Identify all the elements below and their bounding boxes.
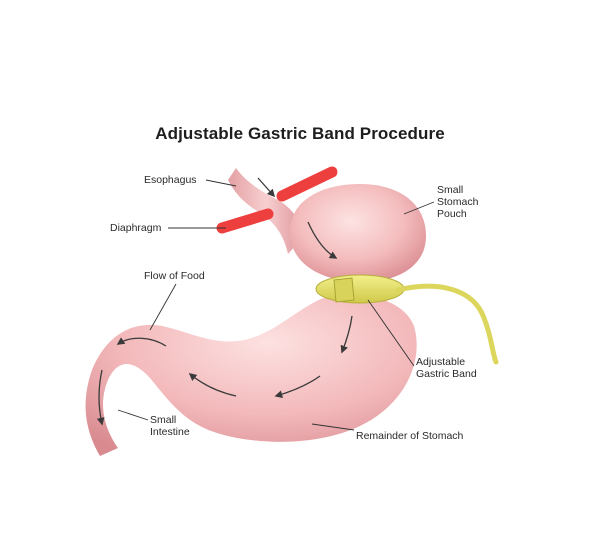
gastric-band-buckle: [333, 277, 355, 303]
label-esophagus: Esophagus: [144, 174, 197, 186]
diaphragm-strip-lower: [216, 208, 274, 234]
flow-arrow-stomach-top: [340, 315, 353, 354]
stomach-pouch-shape: [290, 184, 426, 282]
label-diaphragm: Diaphragm: [110, 222, 162, 234]
flow-arrow-stomach-low: [188, 373, 237, 397]
flow-arrow-esophagus: [257, 177, 276, 198]
leader-flow-of-food: [149, 283, 177, 331]
gastric-band-tube: [395, 283, 499, 365]
leader-esophagus: [205, 179, 237, 187]
label-remainder-of-stomach: Remainder of Stomach: [356, 430, 464, 442]
gastric-band-ring: [315, 274, 405, 304]
leader-remainder-of-stomach: [311, 423, 355, 431]
label-pouch-line2: Stomach: [437, 196, 479, 208]
leader-stomach-pouch: [403, 201, 435, 215]
diagram-title: Adjustable Gastric Band Procedure: [155, 124, 445, 143]
leader-gastric-band: [367, 299, 415, 367]
label-small-stomach-pouch: Small Stomach Pouch: [437, 184, 478, 220]
label-small-intestine: Small Intestine: [150, 414, 190, 438]
label-band-line2: Gastric Band: [416, 368, 477, 380]
diaphragm-strip-upper: [276, 166, 338, 202]
stomach-remainder-shape: [85, 294, 417, 456]
label-band-line1: Adjustable: [416, 356, 466, 368]
leader-small-intestine: [117, 409, 149, 421]
flow-arrow-duodenum: [116, 337, 167, 347]
label-small-intestine-line2: Intestine: [150, 426, 190, 438]
flow-arrow-pouch: [307, 221, 338, 259]
label-pouch-line1: Small: [437, 184, 464, 196]
label-adjustable-gastric-band: Adjustable Gastric Band: [416, 356, 477, 380]
leader-lines: [117, 179, 435, 431]
label-pouch-line3: Pouch: [437, 208, 467, 220]
label-flow-of-food: Flow of Food: [144, 270, 205, 282]
flow-arrow-intestine: [96, 369, 105, 426]
label-small-intestine-line1: Small: [150, 414, 177, 426]
flow-arrow-stomach-mid: [274, 375, 321, 399]
